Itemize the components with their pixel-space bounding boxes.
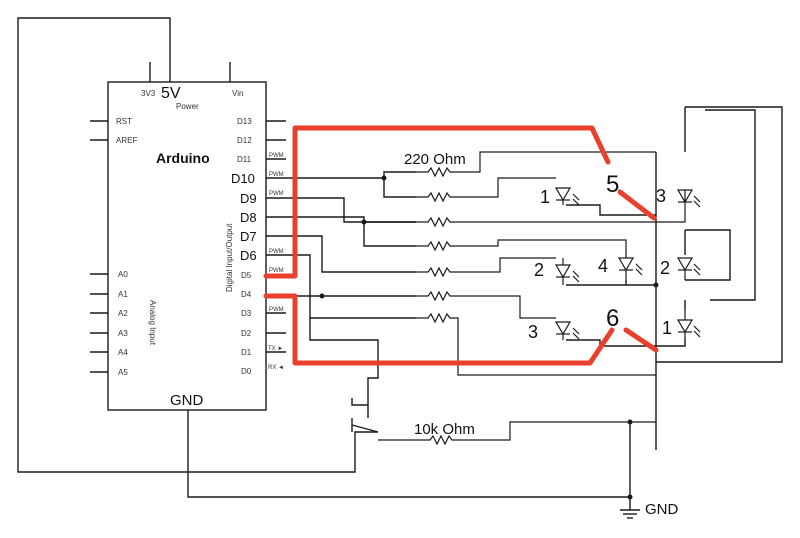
board-name: Arduino xyxy=(156,150,210,166)
power-label: Power xyxy=(176,102,199,111)
led-1-left: 1 xyxy=(540,187,580,207)
led-2-mid-right: 2 xyxy=(660,257,701,280)
highlight-group-6 xyxy=(263,293,659,366)
pin-a2-label: A2 xyxy=(118,309,128,318)
pwm-d3-label: PWM xyxy=(269,307,284,313)
analog-input-label: Analog Input xyxy=(148,300,157,346)
junction-ground xyxy=(627,494,633,500)
led-number: 2 xyxy=(534,260,544,280)
led-1-bottom-right: 1 xyxy=(662,310,701,338)
pin-vin-label: Vin xyxy=(232,89,243,98)
led-4-center: 4 xyxy=(598,256,643,280)
pin-d8-label: D8 xyxy=(240,210,257,225)
led-number: 4 xyxy=(598,256,608,276)
resistor-bank xyxy=(416,151,686,376)
arduino-board xyxy=(107,81,267,411)
pin-d5-label: D5 xyxy=(241,271,252,280)
pin-d0-label: D0 xyxy=(241,367,252,376)
pin-d6-label: D6 xyxy=(240,248,257,263)
pwm-d6-label: PWM xyxy=(269,249,284,255)
pin-d2-label: D2 xyxy=(241,329,252,338)
pin-a1-label: A1 xyxy=(118,290,128,299)
pwm-d9-label: PWM xyxy=(269,191,284,197)
pin-rst-label: RST xyxy=(116,117,132,126)
pin-d9-label: D9 xyxy=(240,191,257,206)
pin-d4-label: D4 xyxy=(241,290,252,299)
pwm-d11-label: PWM xyxy=(269,153,284,159)
top-pins: 3V3 5V Power Vin xyxy=(141,62,243,111)
led-number: 1 xyxy=(540,187,550,207)
led-3-bottom-left: 3 xyxy=(528,321,580,342)
group-5-label: 5 xyxy=(606,171,619,198)
led-number: 3 xyxy=(528,322,538,342)
pin-d11-label: D11 xyxy=(237,155,252,164)
rx-label: RX ◄ xyxy=(268,365,284,371)
pin-d13-label: D13 xyxy=(237,117,252,126)
outer-wires xyxy=(17,17,783,473)
pin-a3-label: A3 xyxy=(118,329,128,338)
pin-d3-label: D3 xyxy=(241,309,252,318)
pin-5v-label: 5V xyxy=(161,85,181,102)
junction-d8 xyxy=(361,219,367,225)
pin-a5-label: A5 xyxy=(118,368,128,377)
left-pins: RST AREF A0 A1 A2 A3 A4 A5 Analog Input xyxy=(90,117,157,377)
pwm-d5-label: PWM xyxy=(269,268,284,274)
tx-label: TX ► xyxy=(268,346,283,352)
ground-label: GND xyxy=(645,501,679,518)
led-number: 1 xyxy=(662,318,672,338)
led-number: 3 xyxy=(656,186,666,206)
highlight-group-5 xyxy=(263,125,657,279)
led-number: 2 xyxy=(660,258,670,278)
resistor-10k-label: 10k Ohm xyxy=(414,421,475,438)
led-wiring xyxy=(566,152,731,450)
pin-d7-label: D7 xyxy=(240,229,257,244)
pin-a4-label: A4 xyxy=(118,348,128,357)
junction-led-column xyxy=(653,282,659,288)
pin-a0-label: A0 xyxy=(118,270,128,279)
board-gnd-label: GND xyxy=(170,392,204,409)
pwm-d10-label: PWM xyxy=(269,172,284,178)
signal-wires xyxy=(286,171,416,405)
pin-d10-label: D10 xyxy=(231,171,255,186)
pin-d12-label: D12 xyxy=(237,136,252,145)
junction-d7 xyxy=(319,293,325,299)
led-2-mid-left: 2 xyxy=(534,258,580,285)
resistor-220-label: 220 Ohm xyxy=(404,151,466,168)
junction-d10 xyxy=(381,175,387,181)
led-3-top-right: 3 xyxy=(656,186,701,208)
resistor-10k xyxy=(378,421,656,446)
pin-d1-label: D1 xyxy=(241,348,252,357)
group-6-label: 6 xyxy=(606,305,619,332)
digital-io-label: Digital Input/Output xyxy=(225,223,234,292)
pin-3v3-label: 3V3 xyxy=(141,89,156,98)
push-button xyxy=(351,398,379,433)
pin-aref-label: AREF xyxy=(116,136,137,145)
